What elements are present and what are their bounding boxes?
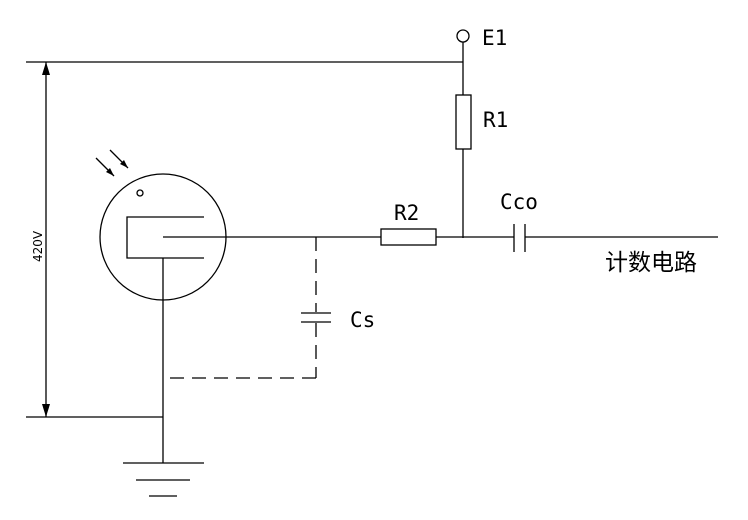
cs-label: Cs — [350, 308, 375, 332]
voltage-arrow-bottom — [42, 404, 50, 417]
phototube-cathode — [126, 216, 204, 259]
phototube-anode-dot — [136, 189, 144, 197]
output-label: 计数电路 — [605, 250, 697, 276]
light-arrowhead-1 — [106, 168, 114, 176]
e1-terminal — [456, 29, 470, 43]
e1-label: E1 — [482, 26, 507, 50]
voltage-arrow-top — [42, 62, 50, 75]
voltage-label: 420V — [31, 230, 45, 262]
r2-label: R2 — [394, 201, 419, 225]
r1-resistor — [455, 94, 472, 150]
light-arrowhead-2 — [120, 160, 128, 168]
r2-resistor — [380, 228, 437, 246]
r1-label: R1 — [483, 108, 508, 132]
cco-label: Cco — [500, 190, 538, 214]
